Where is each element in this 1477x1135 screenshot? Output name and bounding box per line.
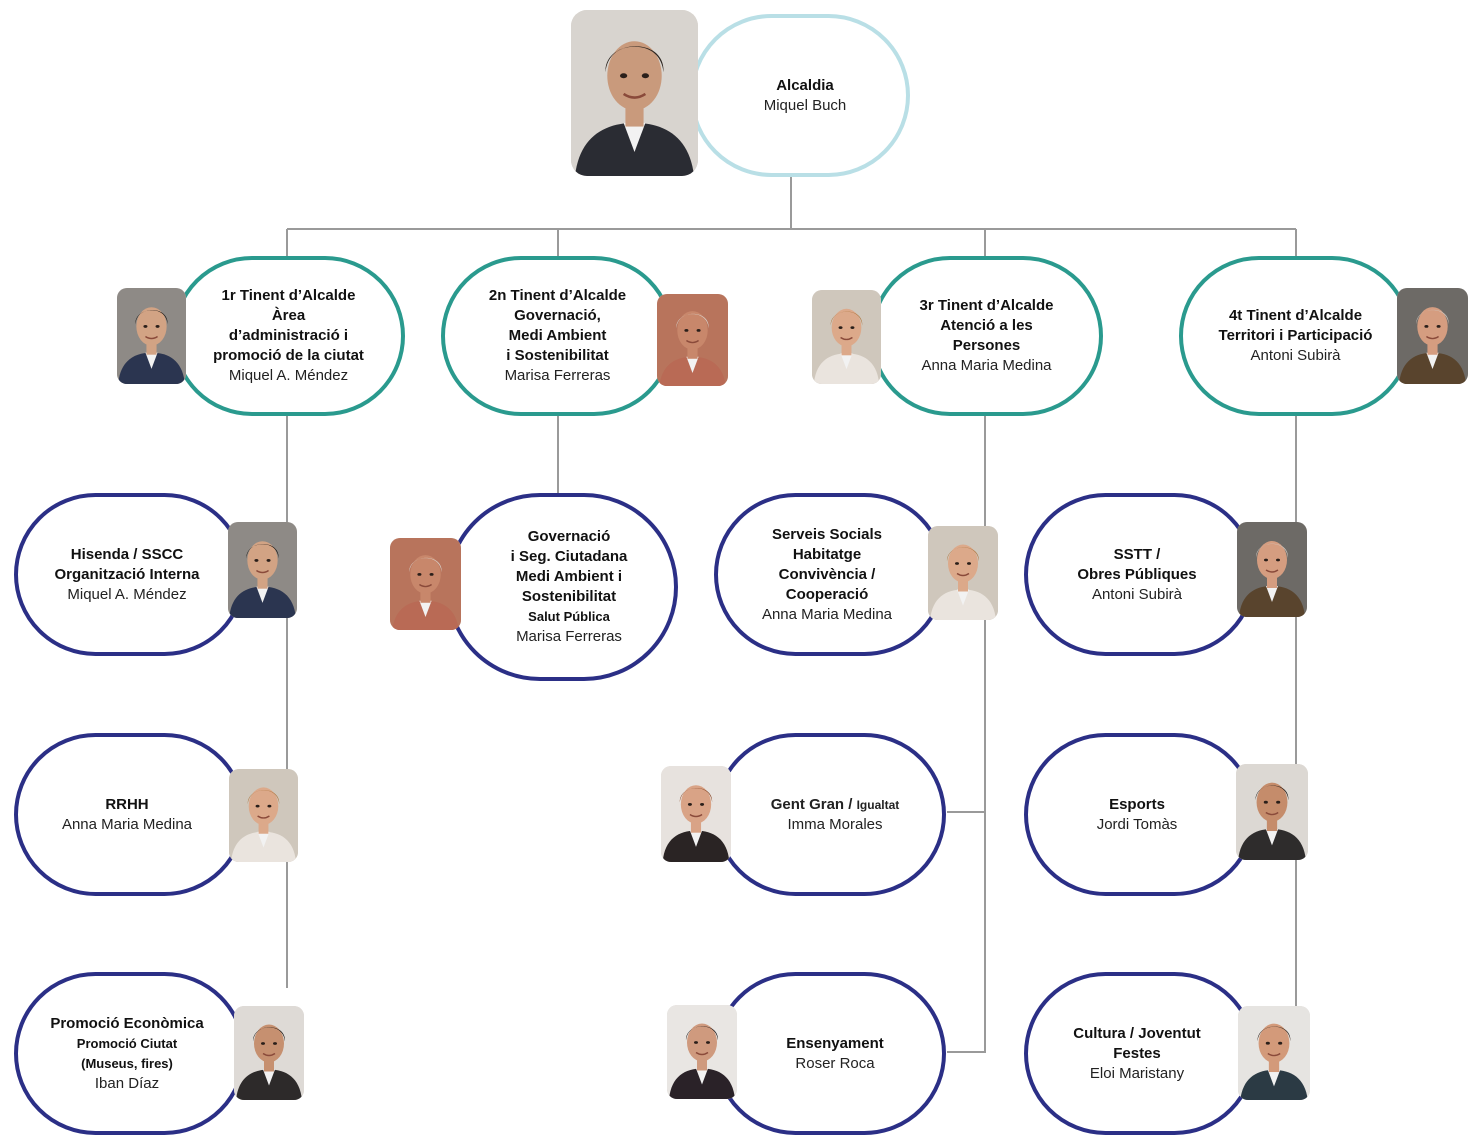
portrait-photo-anna-maria-medina [229, 769, 298, 862]
node-title: 4t Tinent d’Alcalde [1228, 307, 1363, 324]
portrait-photo-miquel-mendez [228, 522, 297, 618]
node-line: Governació [527, 528, 611, 545]
node-alcaldia: Alcaldia Miquel Buch [690, 14, 910, 177]
node-person: Marisa Ferreras [516, 628, 622, 645]
portrait-photo-marisa-ferreras [390, 538, 461, 630]
node-line: Atenció a les [940, 317, 1033, 334]
node-line: Governació, [514, 307, 601, 324]
node-title: Alcaldia [776, 76, 834, 94]
node-line: Persones [952, 337, 1021, 354]
node-line: promoció de la ciutat [213, 347, 364, 364]
portrait-photo-roser-roca [667, 1005, 737, 1099]
node-line: Territori i Participació [1218, 327, 1373, 344]
node-line: i Sostenibilitat [506, 347, 609, 364]
portrait-photo-marisa-ferreras [657, 294, 728, 386]
node-ensenyament: Ensenyament Roser Roca [714, 972, 946, 1135]
portrait-photo-antoni-subira [1237, 522, 1307, 617]
node-person: Miquel A. Méndez [228, 367, 349, 384]
node-person: Miquel Buch [763, 96, 847, 114]
node-line: SSTT / [1113, 545, 1161, 563]
node-line: Cultura / Joventut [1073, 1024, 1201, 1042]
node-person: Iban Díaz [94, 1074, 160, 1092]
node-line: Organització Interna [54, 565, 200, 583]
node-line: Cooperació [785, 585, 869, 603]
node-person: Anna Maria Medina [61, 815, 193, 833]
node-tinent-2: 2n Tinent d’Alcalde Governació, Medi Amb… [441, 256, 674, 416]
node-line: Convivència / [778, 565, 876, 583]
node-rrhh: RRHH Anna Maria Medina [14, 733, 246, 896]
node-promocio-economica: Promoció Econòmica Promoció Ciutat (Muse… [14, 972, 246, 1135]
node-person: Anna Maria Medina [761, 605, 893, 623]
node-gent-gran: Gent Gran / Igualtat Imma Morales [714, 733, 946, 896]
node-governacio: Governació i Seg. Ciutadana Medi Ambient… [446, 493, 678, 681]
node-line: Medi Ambient [508, 327, 607, 344]
portrait-photo-anna-maria-medina [812, 290, 881, 384]
portrait-photo-imma-morales [661, 766, 731, 862]
node-line: i Seg. Ciutadana [510, 548, 628, 565]
node-line: d’administració i [228, 327, 349, 344]
node-title: 3r Tinent d’Alcalde [919, 297, 1054, 314]
node-title: 2n Tinent d’Alcalde [488, 287, 627, 304]
node-line: Promoció Ciutat [76, 1035, 178, 1051]
portrait-photo-jordi-tomas [1236, 764, 1308, 860]
node-person: Miquel A. Méndez [67, 585, 187, 603]
node-line: Serveis Socials [771, 525, 883, 543]
node-person: Anna Maria Medina [921, 357, 1052, 374]
portrait-photo-miquel-buch [571, 10, 698, 176]
node-tinent-1: 1r Tinent d’Alcalde Àrea d’administració… [172, 256, 405, 416]
node-line: Ensenyament [786, 1034, 884, 1052]
node-cultura-joventut: Cultura / Joventut Festes Eloi Maristany [1024, 972, 1256, 1135]
node-line: Medi Ambient i [515, 568, 623, 585]
node-line: Habitatge [792, 545, 862, 563]
node-person: Imma Morales [787, 815, 883, 833]
node-line: Festes [1113, 1044, 1161, 1062]
node-esports: Esports Jordi Tomàs [1024, 733, 1256, 896]
node-hisenda-sscc: Hisenda / SSCC Organització Interna Miqu… [14, 493, 246, 656]
node-line: Obres Públiques [1077, 565, 1197, 583]
node-person: Antoni Subirà [1091, 585, 1183, 603]
node-sstt: SSTT / Obres Públiques Antoni Subirà [1024, 493, 1256, 656]
node-person: Jordi Tomàs [1096, 815, 1178, 833]
node-line: Sostenibilitat [521, 588, 617, 605]
node-line: Salut Pública [528, 609, 610, 624]
node-person: Eloi Maristany [1089, 1064, 1185, 1082]
node-title: 1r Tinent d’Alcalde [221, 287, 356, 304]
node-line-wrap: Gent Gran / Igualtat [771, 795, 900, 815]
portrait-photo-miquel-mendez [117, 288, 186, 384]
node-person: Antoni Subirà [1250, 347, 1341, 364]
node-person: Roser Roca [795, 1054, 875, 1072]
node-line: Igualtat [856, 797, 900, 812]
node-line: RRHH [105, 795, 149, 813]
node-line: Àrea [271, 307, 306, 324]
node-person: Marisa Ferreras [504, 367, 611, 384]
connector-branch-3 [947, 414, 986, 1053]
portrait-photo-iban-diaz [234, 1006, 304, 1100]
portrait-photo-antoni-subira [1397, 288, 1468, 384]
node-tinent-3: 3r Tinent d’Alcalde Atenció a les Person… [870, 256, 1103, 416]
node-line: (Museus, fires) [81, 1055, 173, 1071]
node-line: Esports [1109, 795, 1165, 813]
node-tinent-4: 4t Tinent d’Alcalde Territori i Particip… [1179, 256, 1412, 416]
node-line: Gent Gran / [770, 795, 857, 813]
node-line: Hisenda / SSCC [70, 545, 184, 563]
node-serveis-socials: Serveis Socials Habitatge Convivència / … [714, 493, 946, 656]
node-line: Promoció Econòmica [50, 1014, 204, 1032]
portrait-photo-anna-maria-medina [928, 526, 998, 620]
portrait-photo-eloi-maristany [1238, 1006, 1310, 1100]
